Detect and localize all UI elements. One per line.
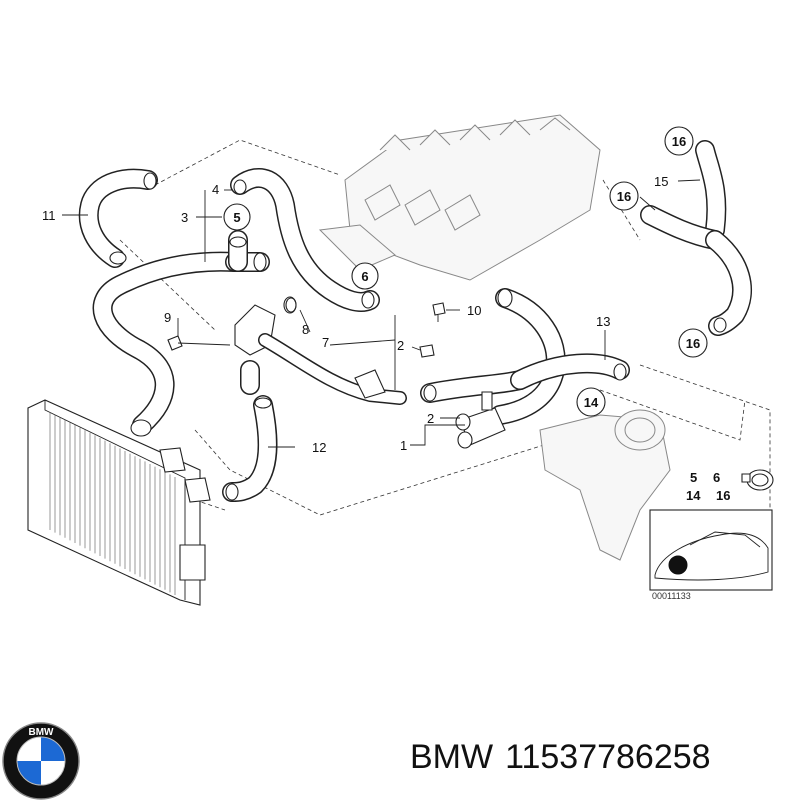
legend-5: 5 (690, 470, 697, 485)
radiator-fins (49, 412, 176, 595)
callout-16-left: 16 (617, 189, 631, 204)
callout-leaders (62, 179, 701, 448)
product-caption: BMW 11537786258 (410, 732, 800, 782)
callout-14: 14 (584, 395, 599, 410)
callout-7: 7 (322, 335, 329, 350)
callout-15: 15 (654, 174, 668, 189)
svg-text:BMW: BMW (29, 727, 55, 738)
callout-5: 5 (233, 210, 240, 225)
bmw-logo: BMW (2, 722, 80, 800)
callout-16-top: 16 (672, 134, 686, 149)
callout-2-lower: 2 (427, 411, 434, 426)
cylinder-head (318, 114, 601, 281)
connector-1 (455, 391, 506, 449)
callout-12: 12 (312, 440, 326, 455)
water-pump-housing (539, 409, 671, 561)
screws (167, 297, 446, 358)
callout-16-bottom: 16 (686, 336, 700, 351)
hose-11 (78, 168, 158, 268)
part-number: 11537786258 (505, 738, 711, 776)
legend-6: 6 (713, 470, 720, 485)
radiator (27, 399, 211, 606)
callout-10: 10 (467, 303, 481, 318)
callout-6: 6 (361, 269, 368, 284)
callout-3: 3 (181, 210, 188, 225)
vehicle-locator-inset (649, 509, 773, 591)
bypass-hose (420, 370, 530, 403)
callout-13: 13 (596, 314, 610, 329)
hose-clamp-icon (741, 469, 774, 491)
hose-t-piece (225, 168, 380, 312)
part-callouts: 11 4 3 9 8 7 2 10 12 2 1 13 15 (42, 174, 668, 455)
clamp-legend: 5 6 14 16 (686, 470, 730, 503)
brand-name: BMW (410, 738, 494, 776)
callout-2-upper: 2 (397, 338, 404, 353)
callout-8: 8 (302, 322, 309, 337)
callout-11: 11 (42, 208, 56, 223)
main-hose (490, 288, 566, 425)
hose-13 (510, 353, 630, 390)
diagram-reference-number: 00011133 (652, 591, 691, 601)
legend-16: 16 (716, 488, 730, 503)
callout-9: 9 (164, 310, 171, 325)
hose-15 (640, 140, 753, 336)
legend-14: 14 (686, 488, 701, 503)
callout-1: 1 (400, 438, 407, 453)
circled-callouts: 5 6 14 16 16 16 (223, 126, 708, 417)
callout-4: 4 (212, 182, 219, 197)
hose-12 (222, 360, 278, 502)
radiator-lower-hose (92, 251, 245, 437)
